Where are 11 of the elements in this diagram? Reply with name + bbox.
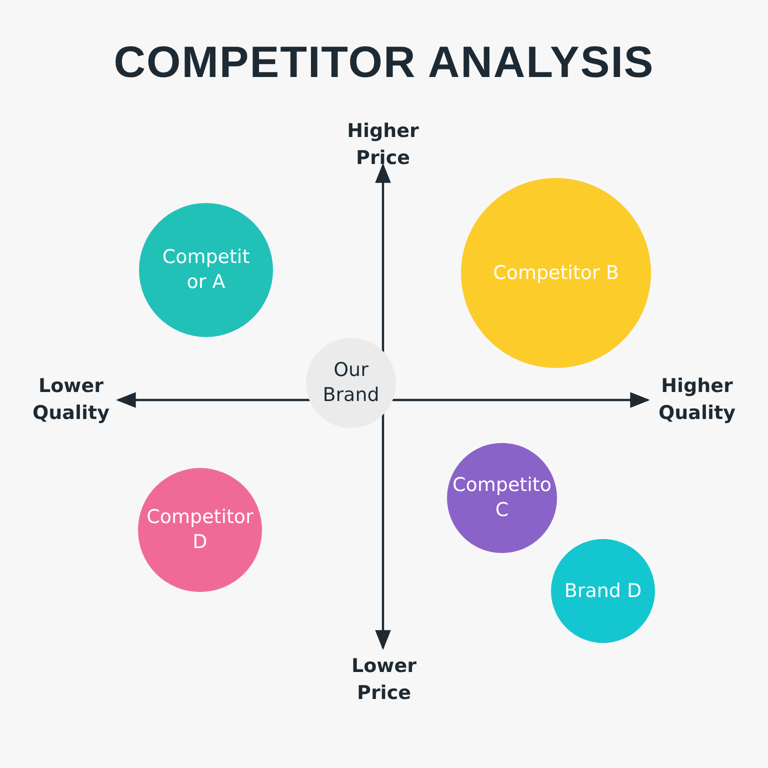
axis-label: Higher Price bbox=[346, 119, 420, 171]
bubble-label: Brand D bbox=[564, 578, 642, 604]
bubble-label: Competito C bbox=[452, 473, 552, 523]
title: COMPETITOR ANALYSIS bbox=[112, 38, 656, 88]
bubble-label: Competitor B bbox=[493, 260, 619, 286]
bubble-label: Competit or A bbox=[161, 245, 251, 295]
bubble-label: Competitor D bbox=[146, 505, 254, 555]
axis-label: Lower Price bbox=[350, 654, 418, 706]
axis-label: Higher Quality bbox=[658, 374, 736, 426]
axis-label: Lower Quality bbox=[32, 374, 110, 426]
bubble-label: Our Brand bbox=[322, 358, 380, 408]
